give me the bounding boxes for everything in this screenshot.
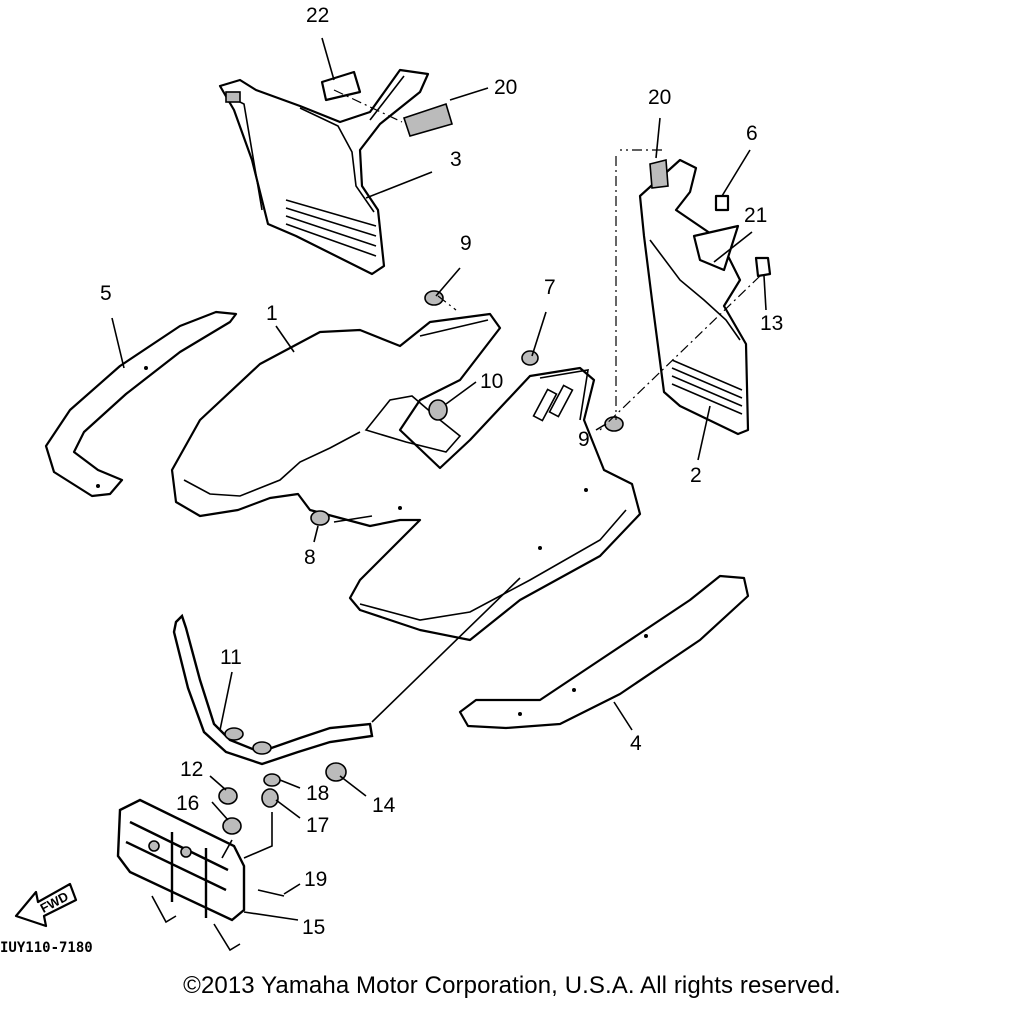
callout-18: 18 xyxy=(306,782,329,805)
part-22-decal xyxy=(320,70,362,102)
part-18-washer xyxy=(263,773,281,787)
fwd-arrow-icon: FWD xyxy=(14,882,78,928)
part-20-decal-top xyxy=(402,102,453,137)
callout-19: 19 xyxy=(304,868,327,891)
part-15-front-guard xyxy=(116,798,246,952)
callout-9-right: 9 xyxy=(578,428,590,451)
callout-14: 14 xyxy=(372,794,396,817)
part-21-decal xyxy=(692,224,740,272)
part-20-decal-right xyxy=(649,158,669,189)
callout-17: 17 xyxy=(306,814,329,837)
part-10-clip xyxy=(428,399,448,421)
callout-13: 13 xyxy=(760,312,783,335)
callout-20-top: 20 xyxy=(494,76,517,99)
callout-10: 10 xyxy=(480,370,503,393)
callout-7: 7 xyxy=(544,276,556,299)
part-19-screw xyxy=(257,889,285,897)
callout-5: 5 xyxy=(100,282,112,305)
part-5-left-flap xyxy=(44,310,238,498)
callout-1: 1 xyxy=(266,302,278,325)
part-1-front-fender xyxy=(170,312,642,642)
part-7-grommet xyxy=(521,350,539,366)
part-3-left-side-cover xyxy=(218,68,430,276)
callout-3: 3 xyxy=(450,148,462,171)
drawing-code: IUY110-7180 xyxy=(0,940,93,956)
callout-labels: 22 20 3 20 6 21 9 13 5 1 7 10 9 2 8 11 4… xyxy=(100,4,783,939)
callout-6: 6 xyxy=(746,122,758,145)
copyright-footer: ©2013 Yamaha Motor Corporation, U.S.A. A… xyxy=(183,972,841,999)
callout-20-right: 20 xyxy=(648,86,671,109)
part-4-right-flap xyxy=(458,574,750,730)
part-9-bolt-b xyxy=(604,416,624,432)
callout-15: 15 xyxy=(302,916,325,939)
part-16-bolt xyxy=(222,817,242,835)
callout-16: 16 xyxy=(176,792,199,815)
part-8-bolt xyxy=(310,510,330,526)
part-13-bolt xyxy=(754,256,772,278)
part-11-bracket xyxy=(172,613,374,766)
callout-22: 22 xyxy=(306,4,329,27)
part-9-bolt-a xyxy=(424,290,444,306)
callout-4: 4 xyxy=(630,732,642,755)
callout-21: 21 xyxy=(744,204,767,227)
callout-8: 8 xyxy=(304,546,316,569)
part-6-pin xyxy=(714,194,730,212)
part-2-right-side-cover xyxy=(638,158,750,436)
leader-lines xyxy=(111,37,767,921)
part-17-spring xyxy=(261,788,279,808)
part-12-nut xyxy=(218,787,238,805)
callout-9-top: 9 xyxy=(460,232,472,255)
callout-12: 12 xyxy=(180,758,203,781)
callout-11: 11 xyxy=(220,646,242,669)
callout-2: 2 xyxy=(690,464,702,487)
